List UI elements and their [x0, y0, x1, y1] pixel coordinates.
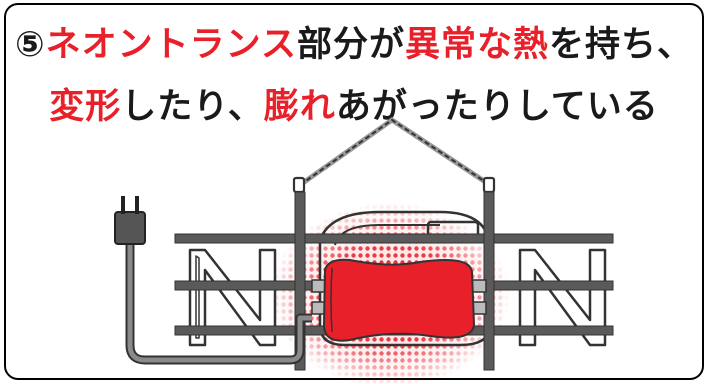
caption-line-2: 変形したり、膨れあがったりしている — [0, 84, 708, 130]
caption-segment: 部分が — [296, 25, 405, 65]
caption-line-1: ⑤ネオントランス部分が異常な熱を持ち、 — [0, 22, 708, 68]
caption-segment: ⑤ — [15, 25, 46, 65]
caption-highlight: ネオントランス — [45, 25, 297, 65]
caption-segment: を持ち、 — [548, 25, 693, 65]
power-plug-icon — [114, 196, 312, 365]
caption-highlight: 変形 — [49, 87, 122, 127]
neon-transformer-icon — [311, 258, 487, 342]
caption-segment: したり、 — [121, 87, 264, 127]
hanging-chain-icon — [292, 116, 496, 194]
caption-highlight: 異常な熱 — [404, 25, 549, 65]
caption-highlight: 膨れ — [263, 87, 336, 127]
